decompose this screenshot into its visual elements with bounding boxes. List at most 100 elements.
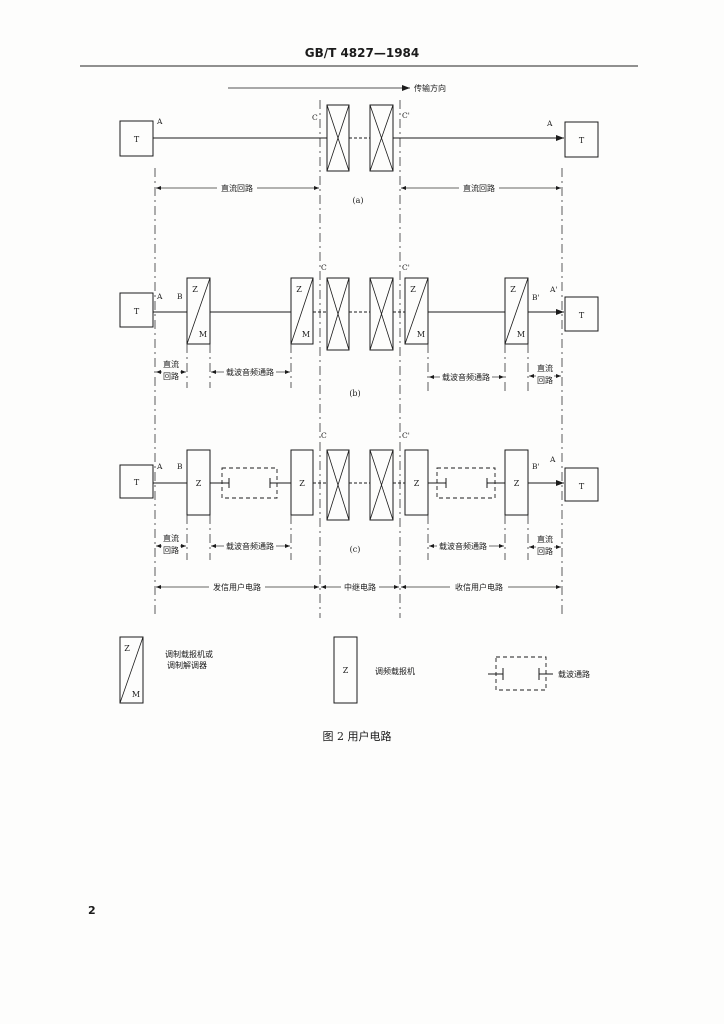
terminal-frame: [564, 296, 599, 332]
point-a-right-label: A: [546, 119, 553, 128]
relay-equipment-frame: [326, 277, 350, 351]
fm-telegraph-z-label: Z: [414, 479, 420, 488]
modem-divider-line: [186, 277, 211, 345]
figure-caption: 图 2 用户电路: [323, 729, 392, 743]
fm-telegraph-box: Z: [504, 449, 529, 516]
modem-m-label: M: [132, 690, 140, 699]
panel-a: T A C C' A T 直流回路 直流回路 (a): [119, 104, 599, 205]
circuit-sections: 发信用户电路 中继电路 收信用户电路: [156, 582, 561, 592]
point-c-label: C: [321, 431, 327, 440]
legend-fm-telegraph-symbol: Z: [333, 636, 358, 704]
modem-box: Z M: [504, 277, 529, 345]
modem-m-label: M: [199, 330, 207, 339]
point-c-label: C: [312, 113, 318, 122]
modem-box: Z M: [290, 277, 314, 345]
terminal-frame: [564, 121, 599, 158]
point-b-label: B: [177, 462, 183, 471]
terminal-label: T: [579, 311, 585, 320]
point-c-label: C: [321, 263, 327, 272]
dc-loop-label-line-2: 回路: [537, 546, 553, 556]
dc-loop-label: 直流回路: [221, 183, 253, 193]
dc-loop-label-line-2: 回路: [163, 545, 179, 555]
modem-z-label: Z: [410, 285, 416, 294]
fm-telegraph-z-label: Z: [514, 479, 520, 488]
modem-frame: [404, 277, 429, 345]
panel-tag: (a): [352, 196, 363, 205]
terminal-box: T: [564, 296, 599, 332]
fm-telegraph-box: Z: [404, 449, 429, 516]
receiving-user-circuit-label: 收信用户电路: [455, 582, 503, 592]
sending-user-circuit-label: 发信用户电路: [213, 582, 261, 592]
legend-carrier-channel-symbol: [488, 656, 553, 691]
modem-divider-line: [290, 277, 314, 345]
terminal-label: T: [579, 136, 585, 145]
terminal-frame: [564, 467, 599, 502]
panel-c: T A B Z Z C C': [119, 431, 599, 560]
relay-equipment-frame: [369, 277, 394, 351]
transmission-direction-label: 传输方向: [414, 83, 446, 93]
terminal-box: T: [564, 121, 599, 158]
legend: Z M 调制载报机或 调制解调器 Z 调频载报机 载波通路: [119, 636, 590, 704]
terminal-box: T: [119, 120, 154, 157]
relay-equipment-box: [369, 277, 394, 351]
terminal-label: T: [134, 307, 140, 316]
legend-modem-label-line-1: 调制载报机或: [165, 649, 213, 659]
legend-carrier-channel-label: 载波通路: [558, 669, 590, 679]
modem-m-label: M: [517, 330, 525, 339]
fm-telegraph-frame: [333, 636, 358, 704]
modem-frame: [119, 636, 144, 704]
fm-telegraph-z-label: Z: [343, 666, 349, 675]
page-number: 2: [88, 904, 96, 917]
terminal-label: T: [134, 135, 140, 144]
carrier-channel-box: [221, 467, 278, 499]
section-boundaries: [154, 100, 563, 618]
dc-loop-label-line-2: 回路: [537, 375, 553, 385]
carrier-channel-frame: [221, 467, 278, 499]
relay-equipment-frame: [369, 449, 394, 521]
dc-loop-label-line-2: 回路: [163, 371, 179, 381]
modem-m-label: M: [417, 330, 425, 339]
relay-circuit-label: 中继电路: [344, 582, 376, 592]
point-c-prime-label: C': [402, 431, 410, 440]
modem-divider-line: [504, 277, 529, 345]
modem-z-label: Z: [124, 644, 130, 653]
point-b-prime-label: B': [532, 462, 540, 471]
cross-line: [326, 104, 350, 172]
point-a-label: A: [156, 462, 163, 471]
relay-equipment-box: [326, 104, 350, 172]
modem-box: Z M: [186, 277, 211, 345]
fm-telegraph-z-label: Z: [196, 479, 202, 488]
modem-box: Z M: [404, 277, 429, 345]
panel-b: T A B Z M Z M C C': [119, 263, 599, 398]
terminal-frame: [119, 292, 154, 328]
panel-tag: (b): [349, 389, 360, 398]
modem-m-label: M: [302, 330, 310, 339]
carrier-audio-channel-label: 载波音频通路: [439, 541, 487, 551]
point-c-prime-label: C': [402, 111, 410, 120]
terminal-box: T: [564, 467, 599, 502]
carrier-audio-channel-label: 载波音频通路: [226, 367, 274, 377]
modem-divider-line: [404, 277, 429, 345]
point-a-label: A: [156, 117, 163, 126]
point-c-prime-label: C': [402, 263, 410, 272]
carrier-audio-channel-label: 载波音频通路: [442, 372, 490, 382]
carrier-audio-channel-label: 载波音频通路: [226, 541, 274, 551]
cross-line: [369, 449, 394, 521]
cross-line: [369, 277, 394, 351]
terminal-box: T: [119, 464, 154, 499]
panel-tag: (c): [350, 545, 361, 554]
modem-z-label: Z: [296, 285, 302, 294]
terminal-label: T: [134, 478, 140, 487]
point-a-right-label: A: [549, 455, 556, 464]
point-a-prime-label: A': [549, 285, 557, 294]
relay-equipment-box: [369, 449, 394, 521]
modem-frame: [290, 277, 314, 345]
cross-line: [326, 277, 350, 351]
cross-line: [369, 104, 394, 172]
point-b-prime-label: B': [532, 293, 540, 302]
fm-telegraph-z-label: Z: [299, 479, 305, 488]
modem-z-label: Z: [510, 285, 516, 294]
modem-z-label: Z: [192, 285, 198, 294]
